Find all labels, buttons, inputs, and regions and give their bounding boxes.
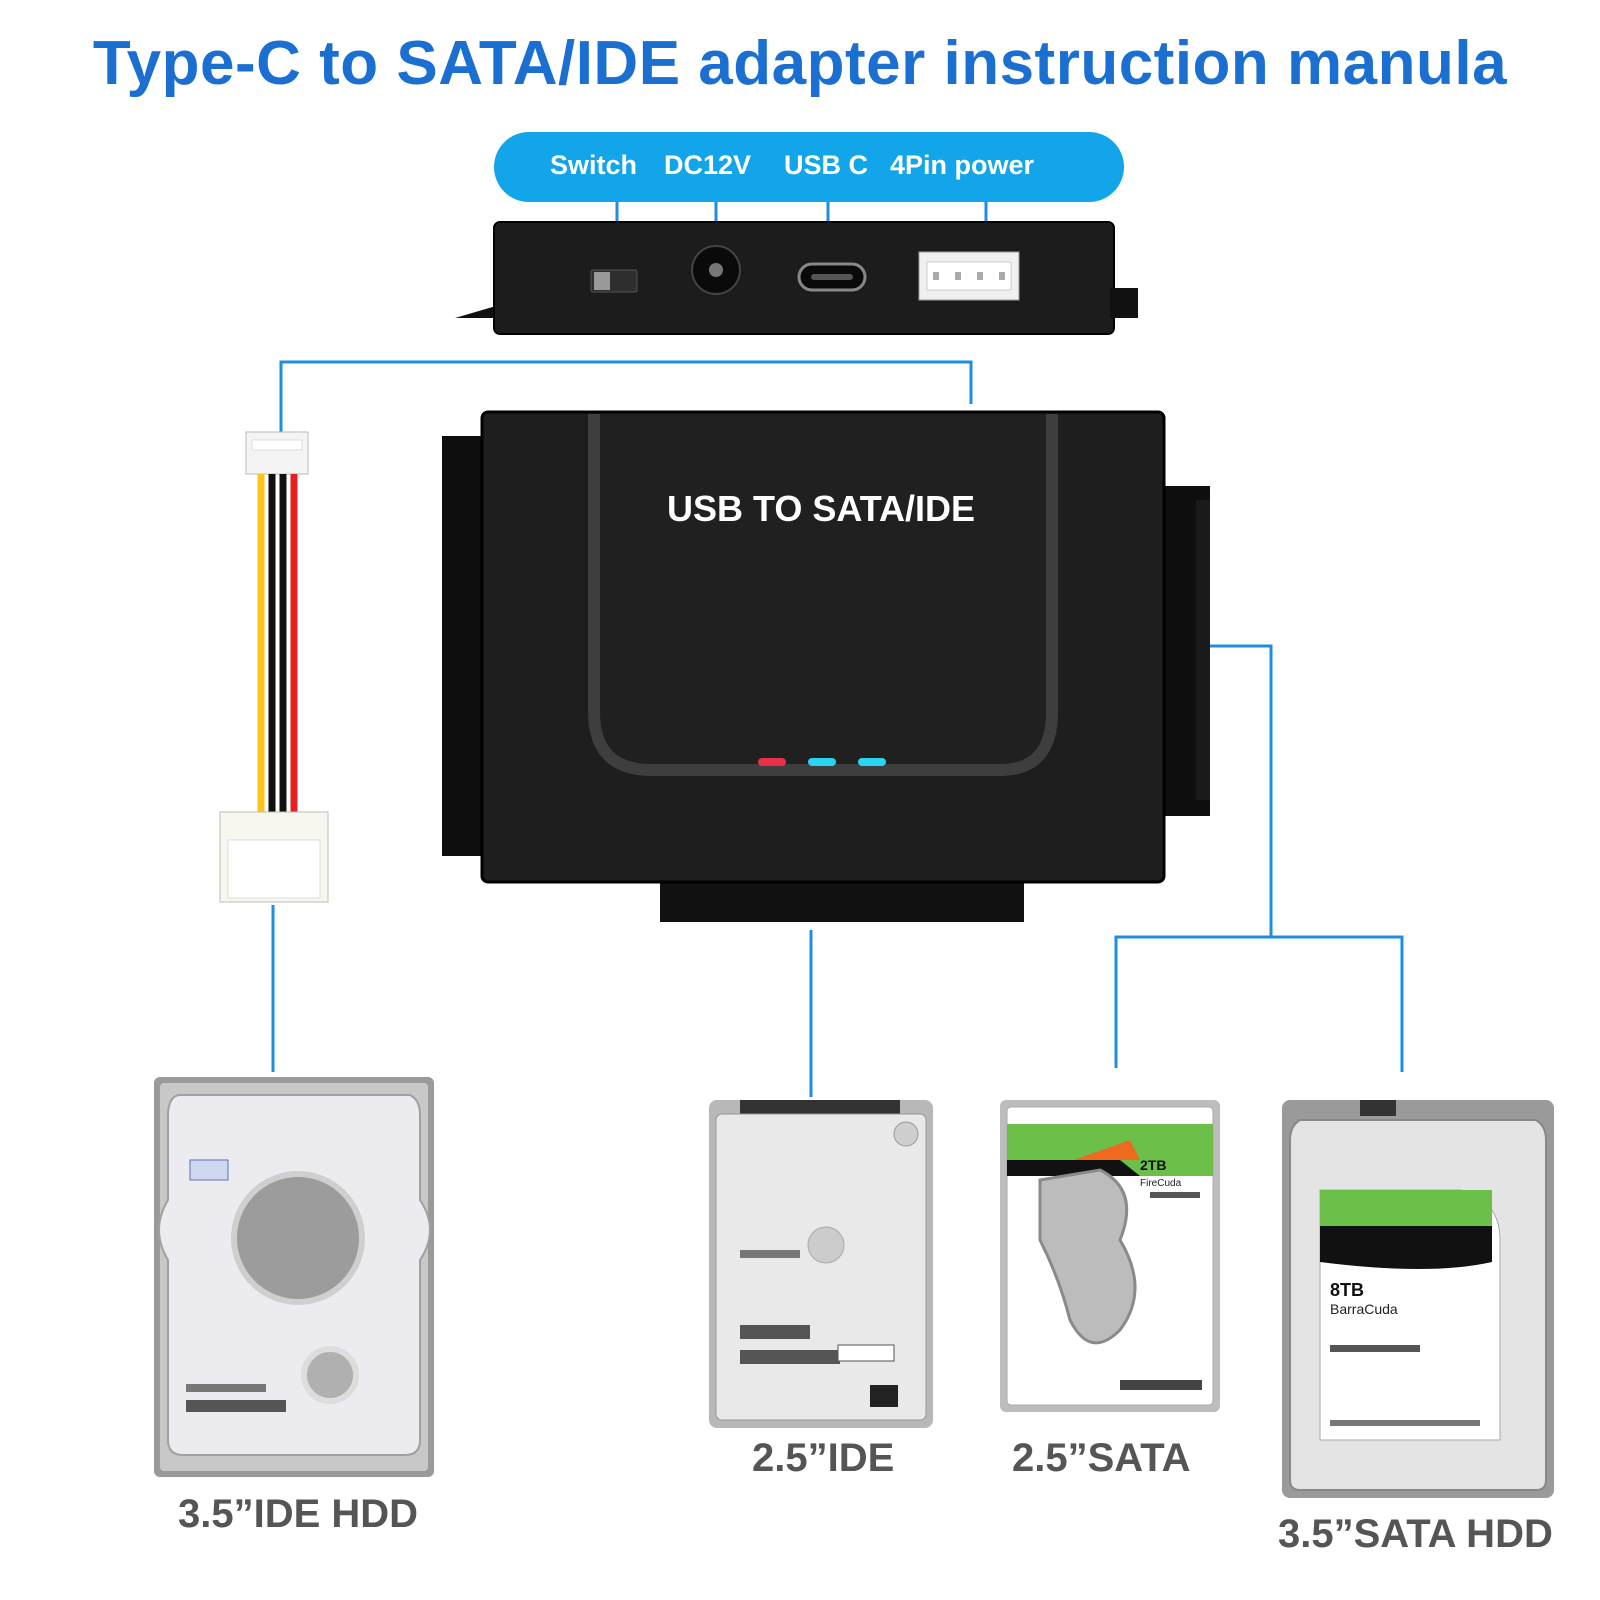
port-label-switch: Switch [550, 150, 638, 180]
drive-label-35-ide: 3.5”IDE HDD [178, 1492, 419, 1536]
usb-c-port-icon [797, 262, 867, 292]
adapter-body [442, 410, 1210, 922]
port-label-dc12v: DC12V [664, 150, 752, 180]
adapter-label: USB TO SATA/IDE [667, 488, 976, 529]
page-title: Type-C to SATA/IDE adapter instruction m… [92, 29, 1508, 98]
hdd-25-ide-icon [709, 1100, 933, 1428]
sata35-capacity: 8TB [1330, 1280, 1364, 1300]
hdd-35-ide-icon [154, 1077, 434, 1477]
port-label-usbc: USB C [784, 150, 869, 180]
connection-lines [271, 360, 1404, 1097]
port-label-pill: Switch DC12V USB C 4Pin power [494, 132, 1124, 202]
power-switch-icon [590, 269, 638, 293]
molex-power-cable-icon [219, 431, 329, 903]
hdd-35-sata-icon: 8TB BarraCuda [1282, 1100, 1554, 1498]
port-label-4pin-power: 4Pin power [890, 150, 1035, 180]
status-led-cyan-1 [808, 758, 836, 766]
dc-jack-icon [691, 245, 741, 295]
drive-label-35-sata: 3.5”SATA HDD [1278, 1512, 1553, 1556]
drive-label-25-sata: 2.5”SATA [1012, 1436, 1191, 1480]
adapter-side-view [455, 221, 1138, 335]
status-led-cyan-2 [858, 758, 886, 766]
sata25-capacity: 2TB [1140, 1157, 1166, 1173]
status-led-red [758, 758, 786, 766]
sata35-model: BarraCuda [1330, 1301, 1398, 1317]
hdd-25-sata-icon: 2TB FireCuda [1000, 1100, 1220, 1412]
sata25-model: FireCuda [1140, 1178, 1182, 1189]
4pin-power-port-icon [918, 251, 1020, 301]
drive-label-25-ide: 2.5”IDE [752, 1436, 895, 1480]
